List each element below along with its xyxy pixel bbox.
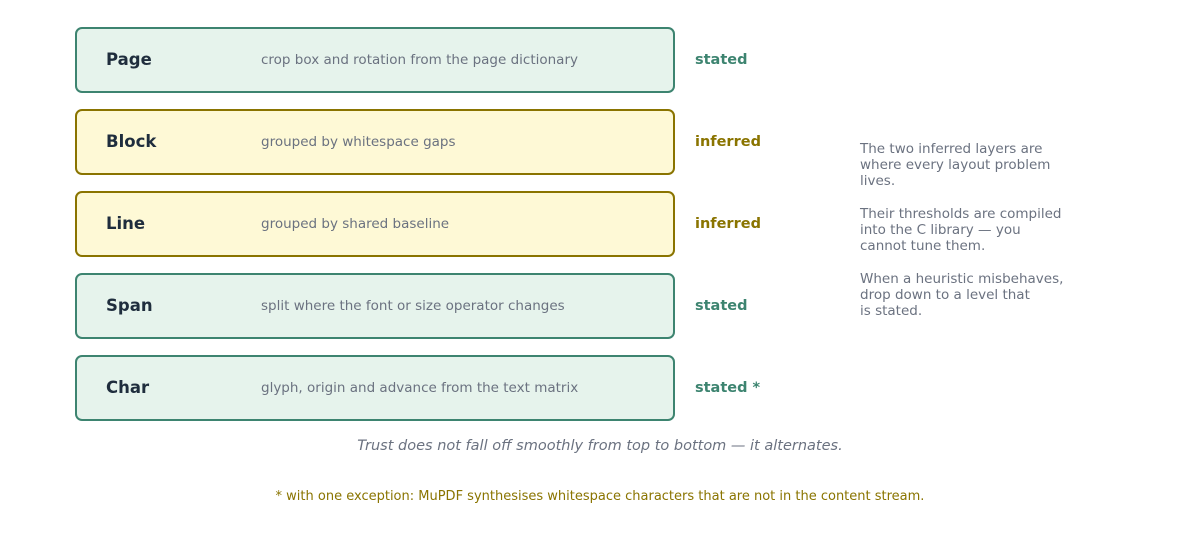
note-line: is stated. <box>860 303 923 319</box>
layer-name: Block <box>106 132 157 151</box>
layer-name: Span <box>106 296 153 315</box>
layer-box-span: Span split where the font or size operat… <box>75 273 675 339</box>
side-note-inferred-layers: The two inferred layers are where every … <box>860 141 1100 189</box>
note-line: where every layout problem <box>860 157 1051 173</box>
layer-status-page: stated <box>695 52 748 68</box>
note-line: Their thresholds are compiled <box>860 206 1062 222</box>
diagram-caption: Trust does not fall off smoothly from to… <box>357 438 843 454</box>
layer-name: Page <box>106 50 152 69</box>
layer-status-block: inferred <box>695 134 761 150</box>
layer-description: grouped by shared baseline <box>261 216 450 232</box>
layer-status-char: stated * <box>695 380 761 396</box>
layer-box-char: Char glyph, origin and advance from the … <box>75 355 675 421</box>
note-line: The two inferred layers are <box>860 141 1043 157</box>
note-line: lives. <box>860 173 896 189</box>
layer-status-line: inferred <box>695 216 761 232</box>
side-note-thresholds: Their thresholds are compiled into the C… <box>860 206 1100 254</box>
footnote: * with one exception: MuPDF synthesises … <box>275 489 925 504</box>
note-line: drop down to a level that <box>860 287 1030 303</box>
note-line: When a heuristic misbehaves, <box>860 271 1064 287</box>
layer-box-block: Block grouped by whitespace gaps <box>75 109 675 175</box>
side-note-heuristic: When a heuristic misbehaves, drop down t… <box>860 271 1100 319</box>
layer-description: grouped by whitespace gaps <box>261 134 456 150</box>
layer-box-page: Page crop box and rotation from the page… <box>75 27 675 93</box>
note-line: into the C library — you <box>860 222 1021 238</box>
note-line: cannot tune them. <box>860 238 986 254</box>
layer-box-line: Line grouped by shared baseline <box>75 191 675 257</box>
layer-name: Line <box>106 214 146 233</box>
layer-description: glyph, origin and advance from the text … <box>261 380 579 396</box>
layer-status-span: stated <box>695 298 748 314</box>
layer-description: crop box and rotation from the page dict… <box>261 52 578 68</box>
layer-name: Char <box>106 378 150 397</box>
layer-description: split where the font or size operator ch… <box>261 298 565 314</box>
